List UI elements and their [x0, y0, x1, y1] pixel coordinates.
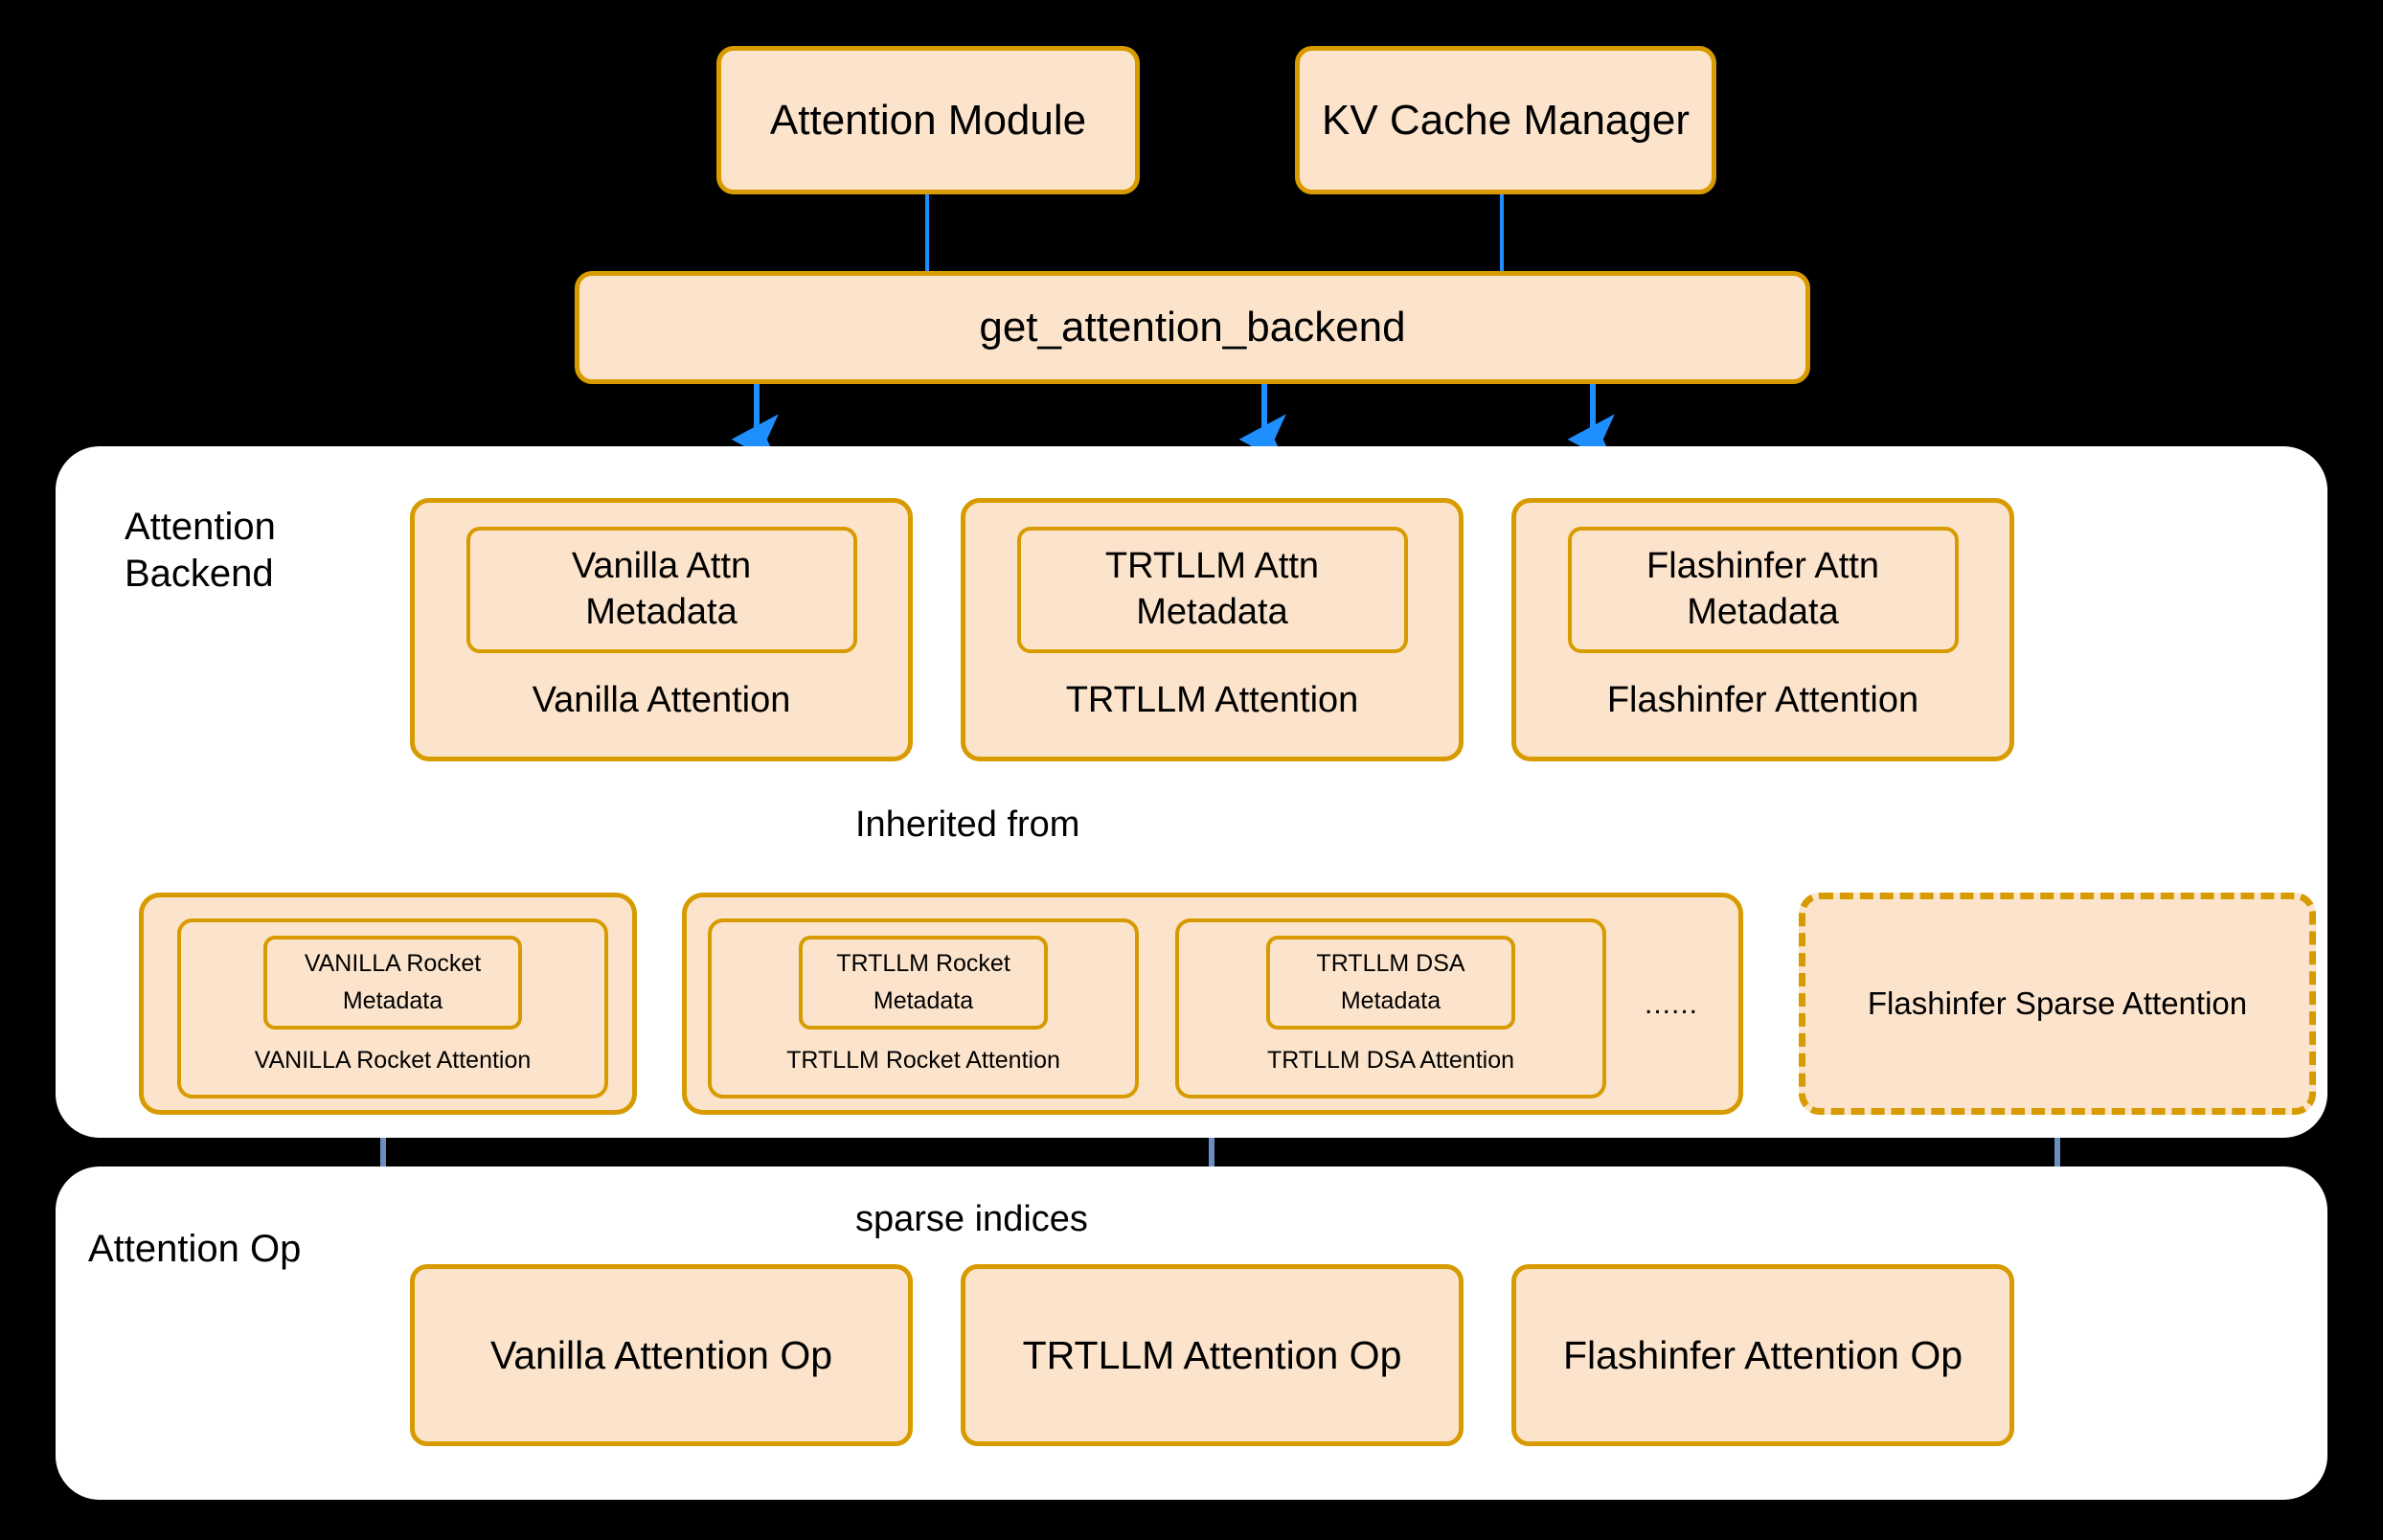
trtllm-dsa-attention-title: TRTLLM DSA Attention	[1267, 1047, 1514, 1074]
flashinfer-attn-metadata-box[interactable]: Flashinfer Attn Metadata	[1567, 527, 1959, 653]
trtllm-rocket-attention-title: TRTLLM Rocket Attention	[786, 1047, 1060, 1074]
vanilla-rocket-metadata-box[interactable]: VANILLA Rocket Metadata	[263, 936, 522, 1030]
attention-op-label: Attention Op	[88, 1228, 302, 1270]
attention-module-box[interactable]: Attention Module	[716, 46, 1140, 194]
flashinfer-attention-backend[interactable]: Flashinfer Attn Metadata Flashinfer Atte…	[1511, 498, 2014, 761]
attention-backend-label: Attention Backend	[125, 506, 276, 595]
trtllm-rocket-metadata-label: TRTLLM Rocket Metadata	[836, 950, 1010, 1014]
trtllm-attn-metadata-box[interactable]: TRTLLM Attn Metadata	[1016, 527, 1408, 653]
get-attention-backend-label: get_attention_backend	[979, 304, 1406, 351]
flashinfer-sparse-attention-label: Flashinfer Sparse Attention	[1867, 985, 2248, 1021]
kv-cache-manager-box[interactable]: KV Cache Manager	[1295, 46, 1716, 194]
trtllm-dsa-metadata-box[interactable]: TRTLLM DSA Metadata	[1266, 936, 1515, 1030]
trtllm-attention-op-box[interactable]: TRTLLM Attention Op	[961, 1264, 1464, 1446]
trtllm-attention-op-label: TRTLLM Attention Op	[1022, 1332, 1402, 1377]
vanilla-attn-metadata-box[interactable]: Vanilla Attn Metadata	[465, 527, 857, 653]
vanilla-attention-op-box[interactable]: Vanilla Attention Op	[410, 1264, 913, 1446]
flashinfer-attention-op-box[interactable]: Flashinfer Attention Op	[1511, 1264, 2014, 1446]
vanilla-rocket-metadata-label: VANILLA Rocket Metadata	[304, 950, 482, 1014]
inherited-from-label: Inherited from	[855, 804, 1080, 845]
kv-cache-manager-label: KV Cache Manager	[1322, 96, 1690, 144]
vanilla-attn-metadata-label: Vanilla Attn Metadata	[571, 546, 752, 632]
vanilla-sparse-group[interactable]: VANILLA Rocket Metadata VANILLA Rocket A…	[139, 893, 637, 1115]
vanilla-rocket-attention-title: VANILLA Rocket Attention	[254, 1047, 532, 1074]
flashinfer-sparse-attention-box[interactable]: Flashinfer Sparse Attention	[1799, 893, 2316, 1115]
trtllm-attention-title: TRTLLM Attention	[1065, 680, 1359, 720]
trtllm-attn-metadata-label: TRTLLM Attn Metadata	[1104, 546, 1320, 632]
trtllm-attention-backend[interactable]: TRTLLM Attn Metadata TRTLLM Attention	[961, 498, 1464, 761]
flashinfer-attn-metadata-label: Flashinfer Attn Metadata	[1646, 546, 1879, 632]
vanilla-rocket-attention-box[interactable]: VANILLA Rocket Metadata VANILLA Rocket A…	[177, 918, 608, 1098]
vanilla-attention-op-label: Vanilla Attention Op	[489, 1332, 833, 1377]
flashinfer-attention-op-label: Flashinfer Attention Op	[1562, 1332, 1963, 1377]
attention-module-label: Attention Module	[769, 96, 1087, 144]
get-attention-backend-box[interactable]: get_attention_backend	[575, 271, 1810, 384]
trtllm-dsa-metadata-label: TRTLLM DSA Metadata	[1316, 950, 1465, 1014]
flashinfer-attention-title: Flashinfer Attention	[1606, 680, 1919, 720]
trtllm-rocket-metadata-box[interactable]: TRTLLM Rocket Metadata	[799, 936, 1048, 1030]
vanilla-attention-backend[interactable]: Vanilla Attn Metadata Vanilla Attention	[410, 498, 913, 761]
vanilla-attention-title: Vanilla Attention	[532, 680, 791, 720]
more-backends-ellipsis: ......	[1645, 988, 1699, 1020]
trtllm-sparse-group[interactable]: TRTLLM Rocket Metadata TRTLLM Rocket Att…	[682, 893, 1743, 1115]
trtllm-dsa-attention-box[interactable]: TRTLLM DSA Metadata TRTLLM DSA Attention	[1175, 918, 1606, 1098]
trtllm-rocket-attention-box[interactable]: TRTLLM Rocket Metadata TRTLLM Rocket Att…	[708, 918, 1139, 1098]
sparse-indices-label: sparse indices	[855, 1199, 1088, 1239]
